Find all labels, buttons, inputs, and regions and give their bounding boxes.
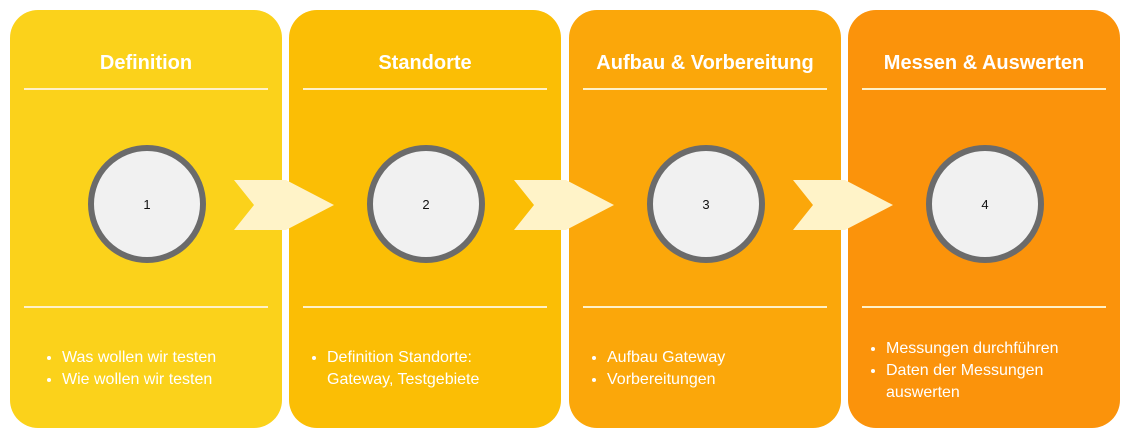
divider-top-1 — [24, 88, 268, 90]
step-number-circle-3: 3 — [647, 145, 765, 263]
step-title-1: Definition — [99, 52, 193, 74]
step-number-circle-2: 2 — [367, 145, 485, 263]
divider-top-3 — [583, 88, 827, 90]
step-number-circle-1: 1 — [88, 145, 206, 263]
step-card-4: Messen & Auswerten 4 Messungen durchführ… — [848, 10, 1120, 428]
chevron-arrow-icon — [234, 180, 334, 230]
step-number-3: 3 — [702, 196, 710, 212]
chevron-arrow-icon — [514, 180, 614, 230]
step-title-4: Messen & Auswerten — [883, 52, 1085, 74]
step-card-2: Standorte 2 Definition Standorte: Gatewa… — [289, 10, 561, 428]
step-card-1: Definition 1 Was wollen wir testen Wie w… — [10, 10, 282, 428]
bullet-item: Vorbereitungen — [607, 369, 831, 391]
step-bullets-2: Definition Standorte: Gateway, Testgebie… — [309, 347, 551, 391]
step-number-circle-4: 4 — [926, 145, 1044, 263]
bullet-item: Definition Standorte: Gateway, Testgebie… — [327, 347, 527, 391]
step-title-2: Standorte — [378, 52, 472, 74]
step-number-4: 4 — [981, 196, 989, 212]
divider-bottom-1 — [24, 306, 268, 308]
bullet-item: Wie wollen wir testen — [62, 369, 272, 391]
step-bullets-1: Was wollen wir testen Wie wollen wir tes… — [44, 347, 272, 391]
chevron-arrow-icon — [793, 180, 893, 230]
step-card-3: Aufbau & Vorbereitung 3 Aufbau Gateway V… — [569, 10, 841, 428]
divider-bottom-4 — [862, 306, 1106, 308]
bullet-item: Daten der Messungen auswerten — [886, 360, 1086, 404]
divider-top-4 — [862, 88, 1106, 90]
step-title-3: Aufbau & Vorbereitung — [596, 52, 814, 74]
step-bullets-3: Aufbau Gateway Vorbereitungen — [589, 347, 831, 391]
divider-bottom-3 — [583, 306, 827, 308]
step-number-1: 1 — [143, 196, 151, 212]
bullet-item: Aufbau Gateway — [607, 347, 831, 369]
step-bullets-4: Messungen durchführen Daten der Messunge… — [868, 338, 1110, 404]
bullet-item: Messungen durchführen — [886, 338, 1110, 360]
divider-top-2 — [303, 88, 547, 90]
divider-bottom-2 — [303, 306, 547, 308]
step-number-2: 2 — [422, 196, 430, 212]
bullet-item: Was wollen wir testen — [62, 347, 272, 369]
